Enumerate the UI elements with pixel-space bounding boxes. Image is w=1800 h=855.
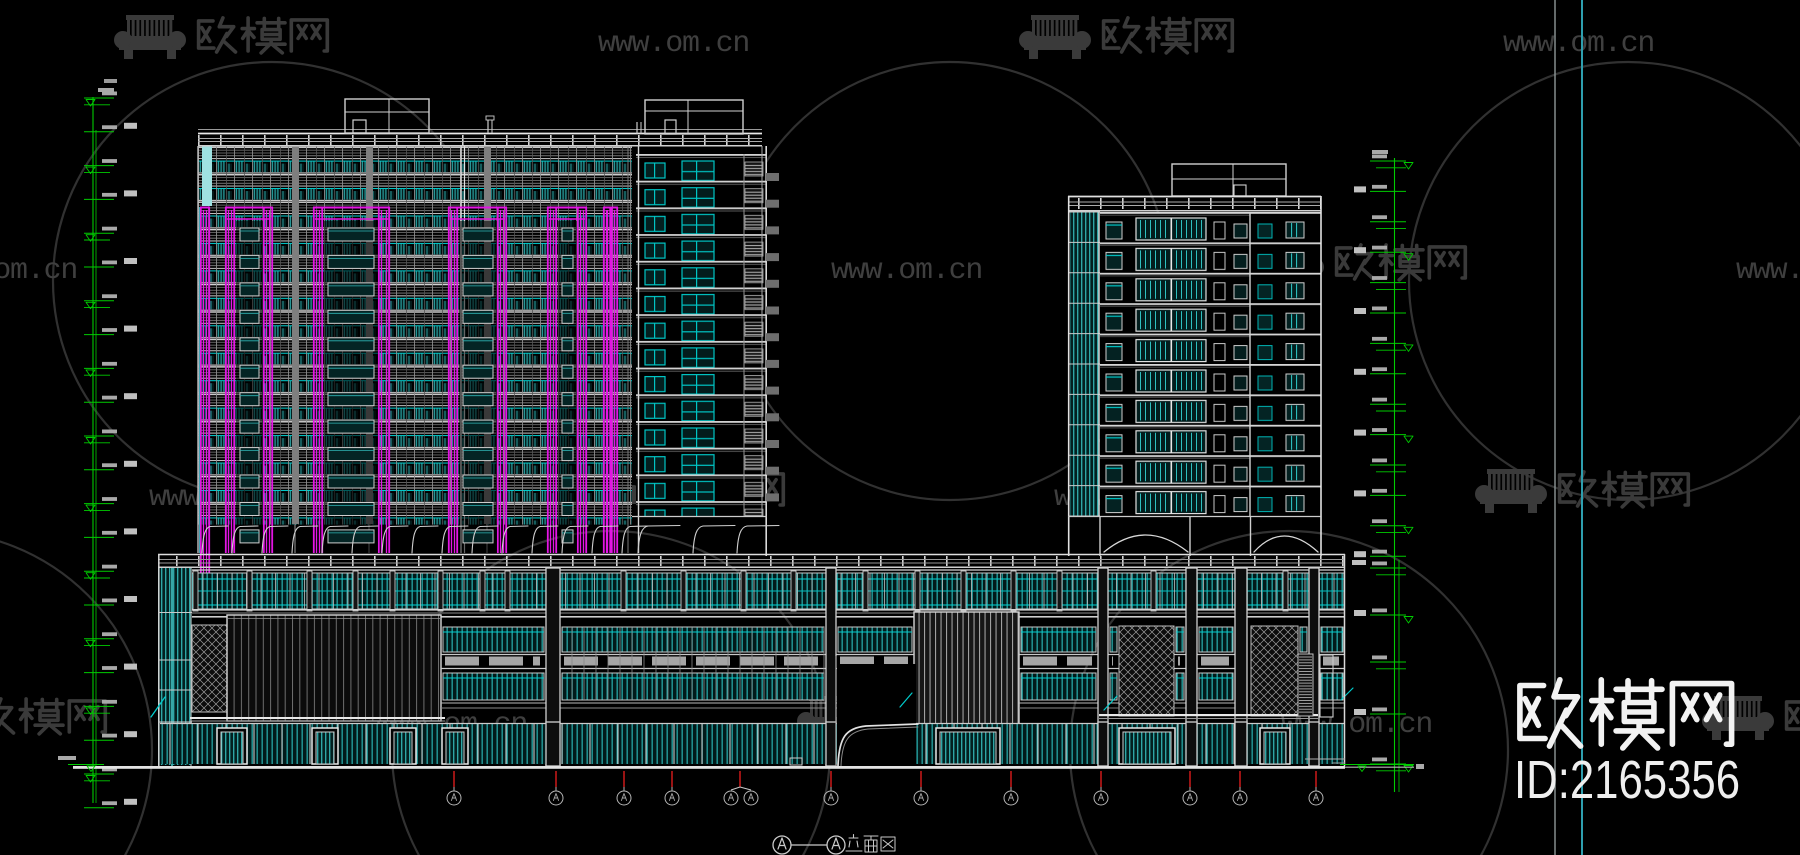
svg-text:www.om.cn: www.om.cn	[1503, 27, 1654, 61]
svg-text:www.om.cn: www.om.cn	[598, 27, 749, 61]
svg-text:www.om.cn: www.om.cn	[0, 254, 77, 288]
svg-text:www.om.cn: www.om.cn	[831, 254, 982, 288]
svg-text:ID:2165356: ID:2165356	[1514, 750, 1740, 810]
svg-text:www.om.cn: www.om.cn	[1736, 254, 1800, 288]
